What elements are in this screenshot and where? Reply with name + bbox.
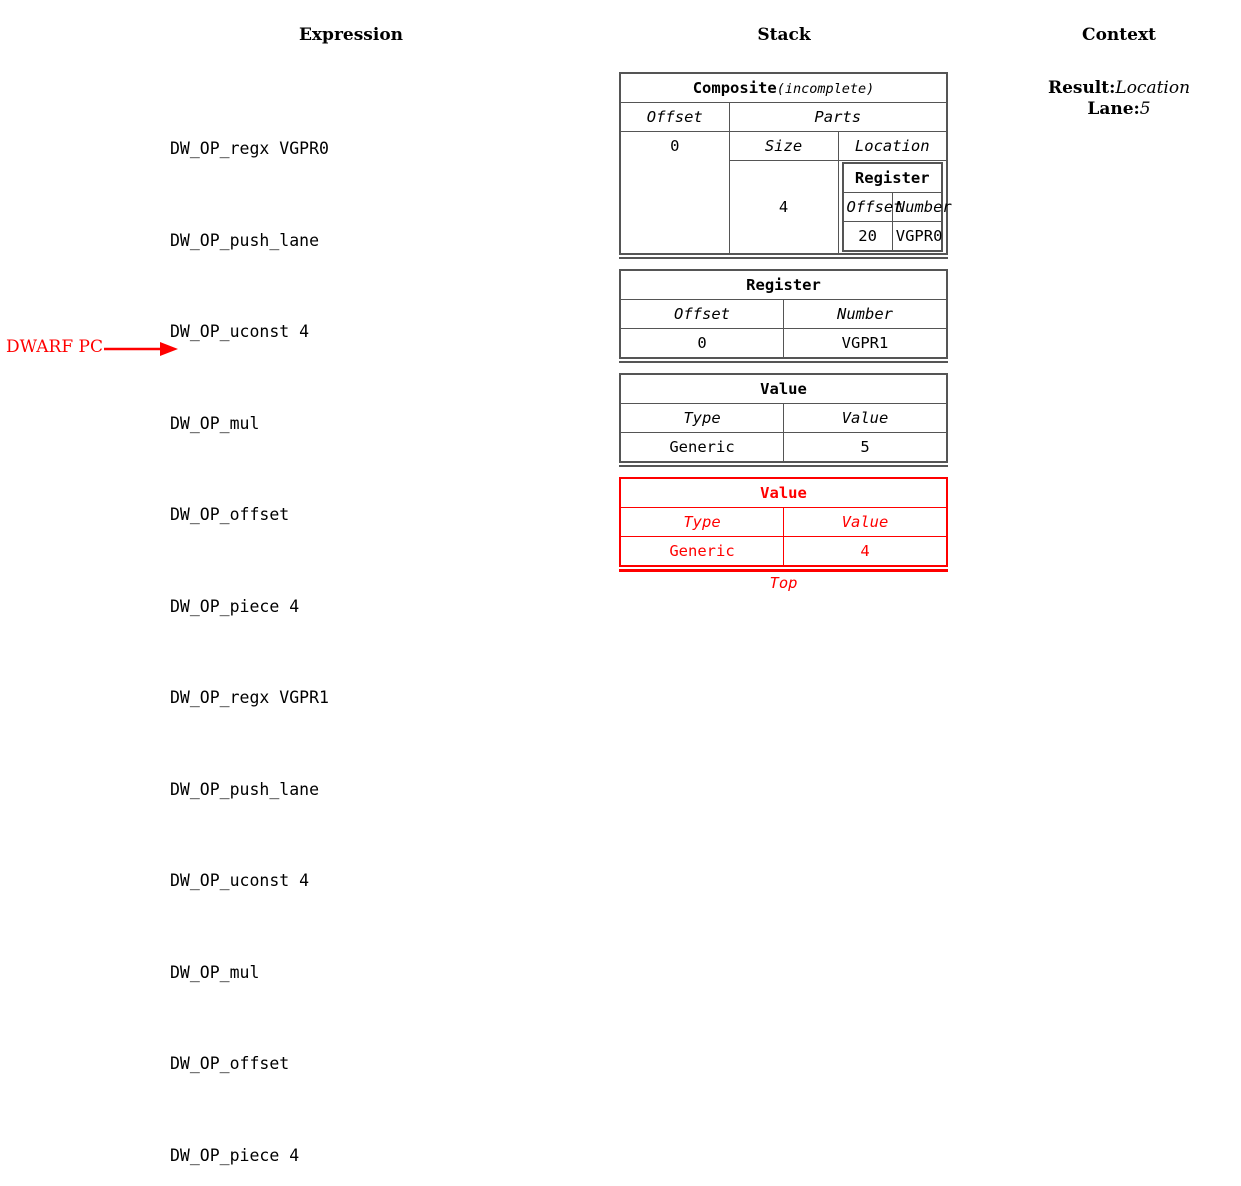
expression-operation: DW_OP_uconst 4	[170, 322, 310, 341]
expression-operation: DW_OP_mul	[170, 413, 260, 433]
composite-table: Composite(incomplete) Offset Parts 0 Siz…	[619, 72, 952, 255]
value-top-value-value: 4	[783, 536, 948, 567]
context-lane-row: Lane:5	[1009, 99, 1229, 120]
stack-entry-value: Value Type Value Generic 5	[619, 373, 948, 471]
nested-register-number-value: VGPR0	[891, 221, 943, 252]
value-type-value: Generic	[619, 432, 784, 463]
composite-part-location-cell: Register Offset Number 20 VGPR0	[837, 160, 952, 255]
composite-title: Composite(incomplete)	[619, 72, 948, 103]
dwarf-pc-marker: DWARF PC	[6, 337, 178, 363]
composite-title-suffix: (incomplete)	[776, 80, 875, 97]
expression-operation: DW_OP_push_lane	[170, 779, 320, 799]
top-of-stack-label: Top	[769, 574, 798, 592]
stack-column-heading: Stack	[757, 25, 811, 45]
dwarf-pc-label: DWARF PC	[6, 337, 103, 357]
register-table: Register Offset Number 0 VGPR1	[619, 269, 948, 359]
context-result-row: Result:Location	[1009, 78, 1229, 99]
stack-entry-separator	[619, 465, 948, 471]
composite-part-size-value: 4	[728, 160, 839, 255]
stack-entry-value-top: Value Type Value Generic 4 Top	[619, 477, 948, 594]
value-value-header: Value	[783, 403, 948, 433]
stack-entry-separator	[619, 361, 948, 367]
arrow-right-icon	[104, 342, 178, 356]
nested-register-offset-header: Offset	[842, 192, 903, 222]
value-top-type-header: Type	[619, 507, 784, 537]
context-lane-key: Lane:	[1087, 99, 1140, 119]
composite-offset-value: 0	[619, 131, 730, 255]
register-number-header: Number	[783, 299, 948, 329]
nested-register-number-header: Number	[891, 192, 952, 222]
composite-part-location-header: Location	[837, 131, 948, 161]
expression-operation: DW_OP_offset	[170, 1054, 290, 1073]
value-table-top: Value Type Value Generic 4	[619, 477, 948, 567]
expression-operation: DW_OP_regx VGPR1	[170, 688, 329, 707]
composite-offset-header: Offset	[619, 102, 730, 132]
value-top-type-value: Generic	[619, 536, 784, 567]
expression-operation: DW_OP_offset	[170, 505, 290, 524]
expression-operation-list: DW_OP_regx VGPR0 DW_OP_push_lane DW_OP_u…	[170, 73, 329, 1186]
context-values: Result:Location Lane:5	[1009, 78, 1229, 120]
expression-operation: DW_OP_mul	[170, 962, 260, 982]
composite-title-text: Composite	[692, 78, 777, 97]
context-result-key: Result:	[1047, 78, 1116, 98]
value-top-title: Value	[619, 477, 948, 508]
register-offset-value: 0	[619, 328, 784, 359]
register-offset-header: Offset	[619, 299, 784, 329]
expression-operation: DW_OP_piece 4	[170, 1145, 300, 1165]
stack-entry-composite: Composite(incomplete) Offset Parts 0 Siz…	[619, 72, 952, 263]
context-result-value: Location	[1115, 78, 1191, 98]
nested-register-title: Register	[842, 162, 943, 193]
nested-register-table: Register Offset Number 20 VGPR0	[841, 162, 952, 252]
composite-parts-header: Parts	[728, 102, 948, 132]
value-top-value-header: Value	[783, 507, 948, 537]
expression-operation: DW_OP_push_lane	[170, 230, 320, 250]
composite-part-size-header: Size	[728, 131, 839, 161]
register-number-value: VGPR1	[783, 328, 948, 359]
stack-entries: Composite(incomplete) Offset Parts 0 Siz…	[619, 72, 952, 594]
expression-operation: DW_OP_piece 4	[170, 596, 300, 616]
value-type-header: Type	[619, 403, 784, 433]
nested-register-offset-value: 20	[842, 221, 893, 252]
top-of-stack-rule	[619, 569, 948, 572]
register-title: Register	[619, 269, 948, 300]
value-table: Value Type Value Generic 5	[619, 373, 948, 463]
value-value-value: 5	[783, 432, 948, 463]
stack-entry-separator	[619, 257, 948, 263]
stack-entry-register: Register Offset Number 0 VGPR1	[619, 269, 948, 367]
expression-operation: DW_OP_regx VGPR0	[170, 139, 329, 158]
context-lane-value: 5	[1139, 99, 1151, 119]
value-title: Value	[619, 373, 948, 404]
context-column-heading: Context	[1082, 25, 1156, 45]
expression-operation: DW_OP_uconst 4	[170, 871, 310, 890]
expression-column-heading: Expression	[298, 25, 404, 45]
